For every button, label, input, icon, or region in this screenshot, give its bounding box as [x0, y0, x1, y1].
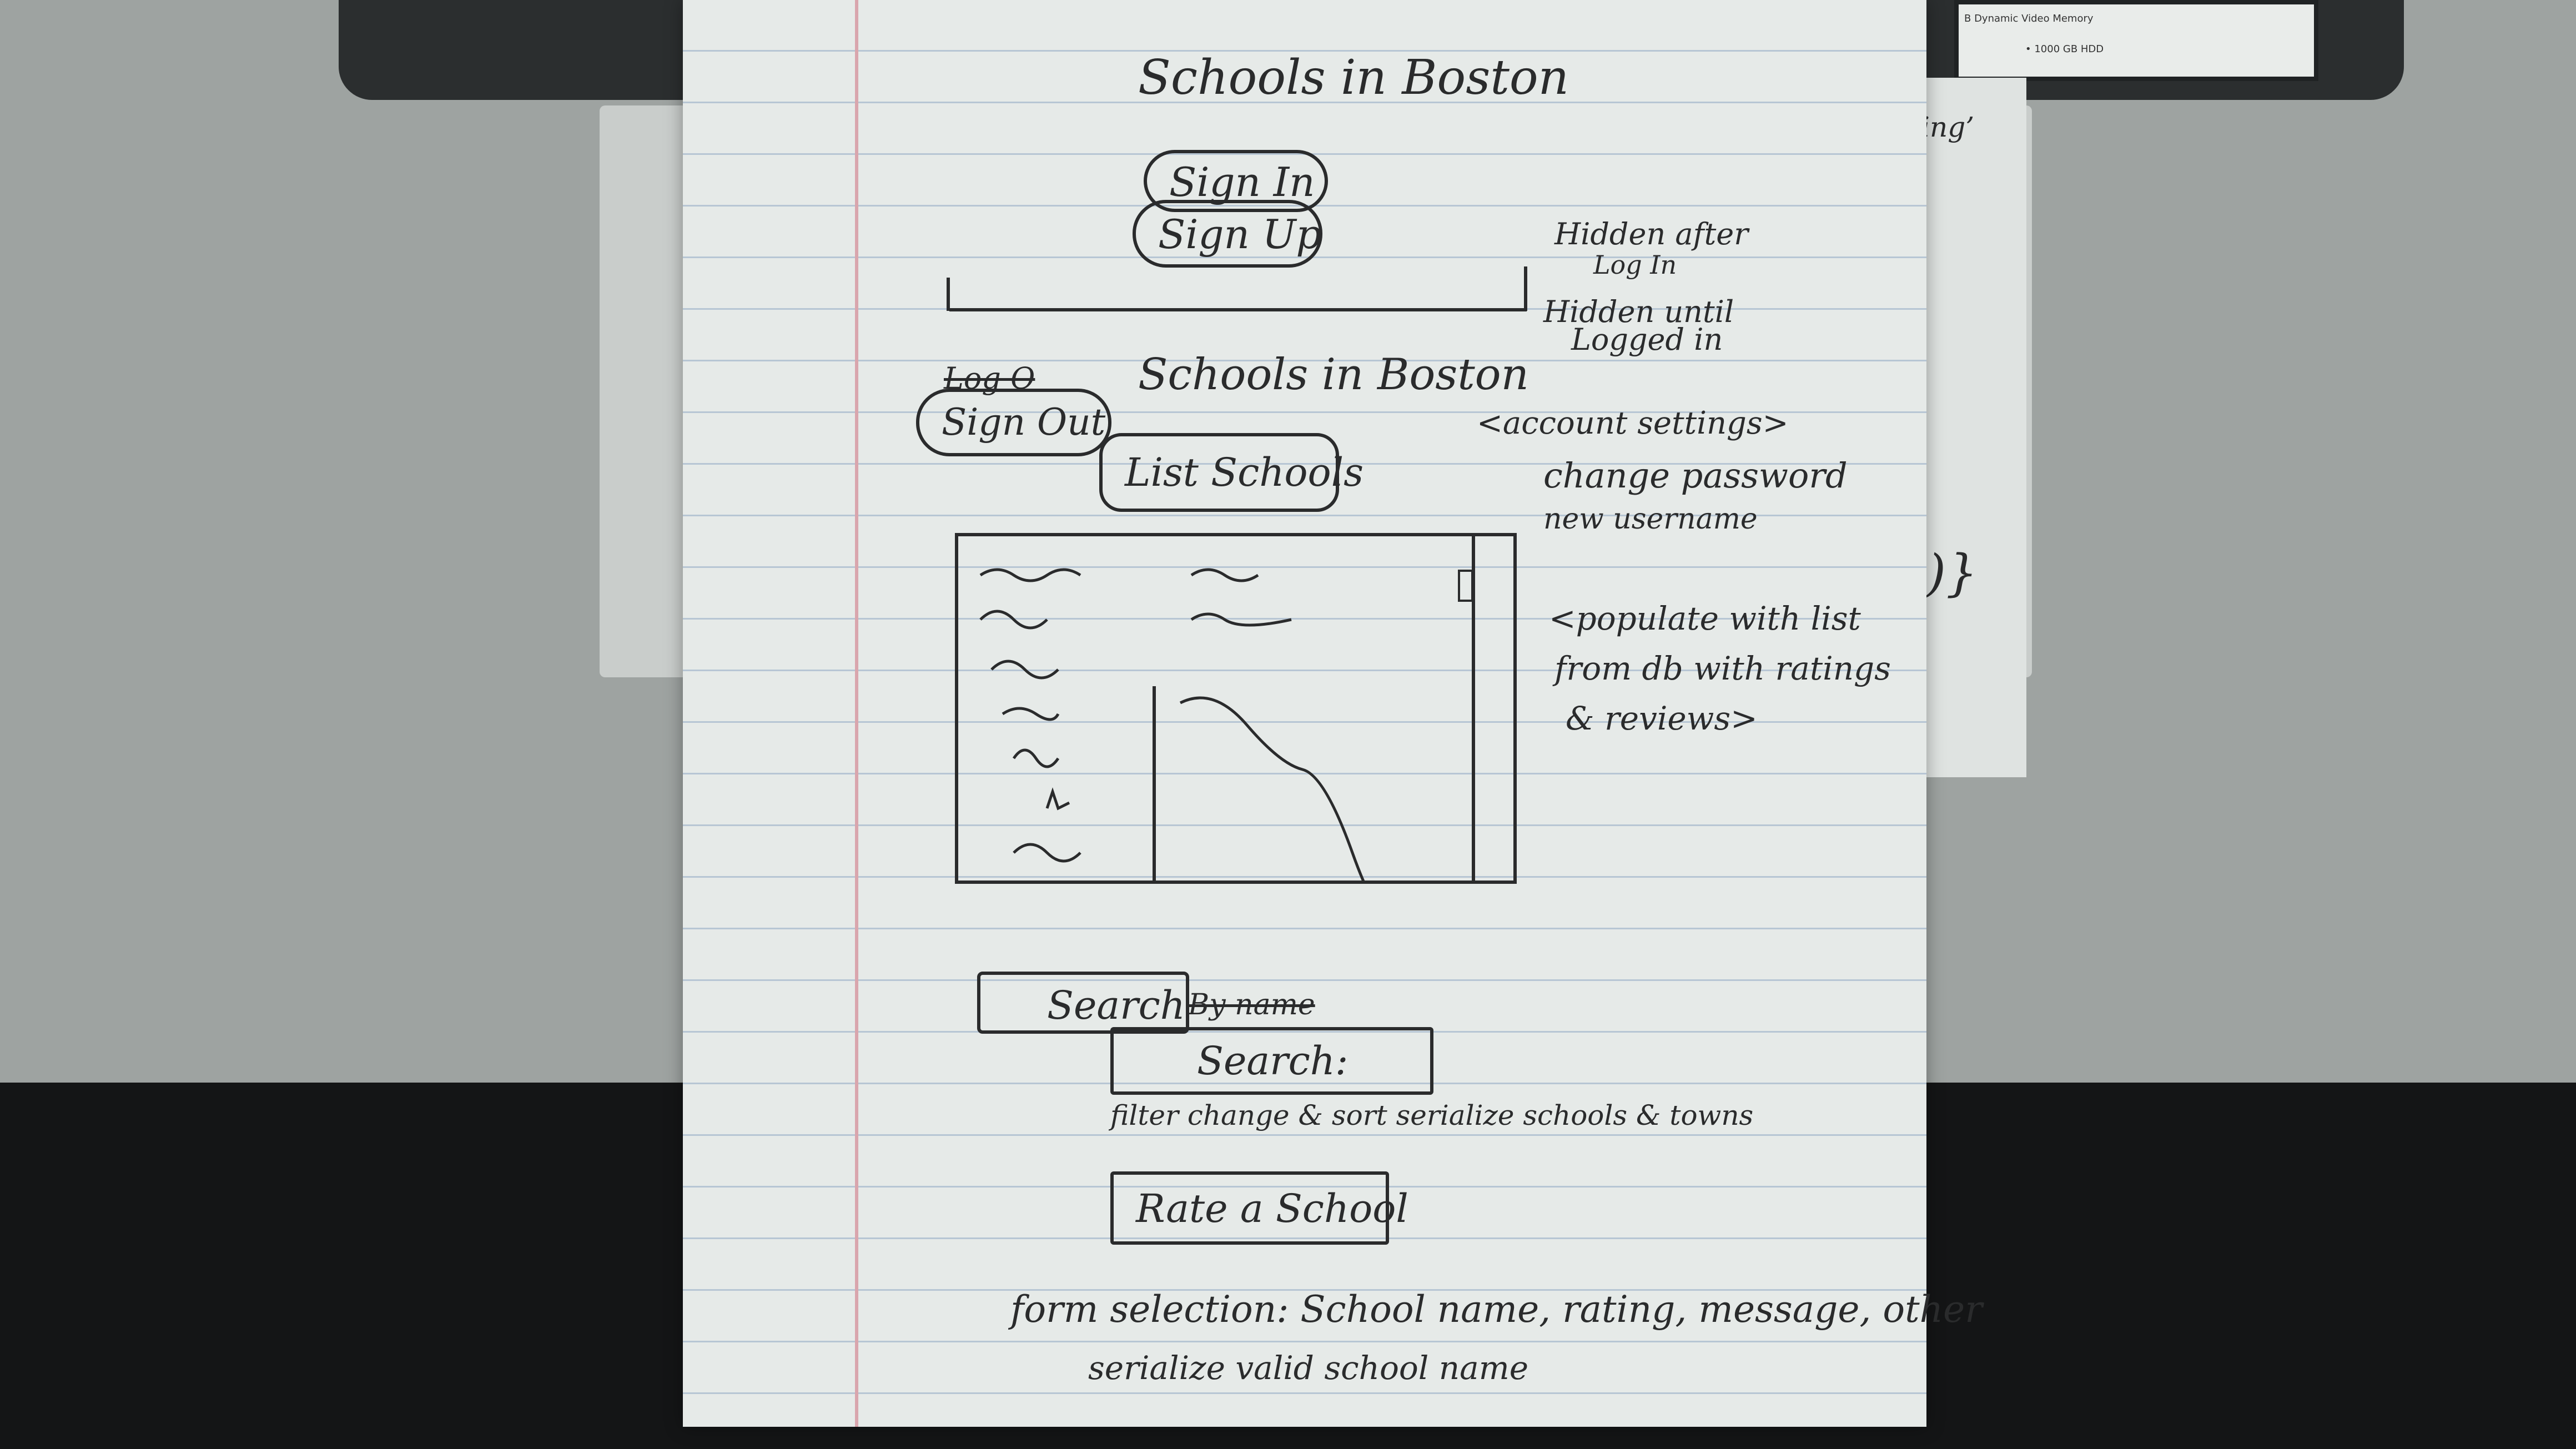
title-logged-in: Schools in Boston — [1138, 350, 1529, 400]
note-logged-in: Logged in — [1571, 322, 1723, 357]
back-paper-fragment-mid: )} — [1926, 544, 1978, 602]
note-login: Log In — [1593, 250, 1677, 280]
school-list-panel — [955, 533, 1517, 884]
search-struck-text: By name — [1188, 988, 1315, 1022]
new-username-note: new username — [1543, 502, 1758, 536]
sign-out-label: Sign Out — [942, 401, 1106, 444]
screen-text-line-1: B Dynamic Video Memory — [1964, 13, 2094, 24]
sign-in-button[interactable]: Sign In — [1144, 150, 1328, 212]
sign-up-button[interactable]: Sign Up — [1133, 200, 1322, 268]
search-tab-label: Search — [1047, 983, 1185, 1028]
search-tab[interactable]: Search — [977, 972, 1189, 1034]
populate-note-line-1: <populate with list — [1549, 600, 1861, 637]
bracket-right-tick — [1524, 266, 1527, 311]
sign-up-label: Sign Up — [1158, 211, 1322, 258]
rate-school-button[interactable]: Rate a School — [1110, 1171, 1408, 1245]
sign-in-label: Sign In — [1169, 159, 1315, 205]
serialize-note: serialize valid school name — [1088, 1349, 1529, 1387]
title-logged-out: Schools in Boston — [1138, 50, 1569, 105]
note-hidden-until: Hidden until — [1543, 294, 1734, 329]
filter-note: filter change & sort serialize schools &… — [1110, 1099, 1754, 1131]
margin-line — [855, 0, 858, 1427]
bracket-left-tick — [947, 278, 950, 311]
search-input[interactable]: Search: — [1110, 1027, 1433, 1095]
sign-out-button[interactable]: Sign Out — [916, 389, 1111, 456]
list-schools-button[interactable]: List Schools — [1099, 433, 1364, 512]
account-settings-note: <account settings> — [1477, 405, 1789, 441]
list-divider — [1153, 686, 1156, 881]
notebook-paper — [683, 0, 1926, 1427]
bracket-line — [949, 308, 1527, 311]
note-hidden-after: Hidden after — [1554, 217, 1749, 251]
screen-text-line-2: • 1000 GB HDD — [2025, 43, 2104, 55]
list-placeholder-scribbles — [979, 568, 1365, 881]
populate-note-line-3: & reviews> — [1566, 700, 1758, 737]
list-schools-label: List Schools — [1125, 450, 1364, 495]
back-paper-fragment-top: ing’ — [1921, 111, 1975, 143]
search-input-label: Search: — [1197, 1038, 1349, 1084]
populate-note-line-2: from db with ratings — [1554, 650, 1891, 687]
scrollbar-track[interactable] — [1472, 536, 1475, 881]
rate-school-label: Rate a School — [1136, 1186, 1408, 1231]
scrollbar-thumb[interactable] — [1458, 570, 1473, 602]
change-password-note: change password — [1543, 455, 1848, 496]
laptop-screen: B Dynamic Video Memory • 1000 GB HDD — [1954, 0, 2318, 81]
form-selection-note: form selection: School name, rating, mes… — [1010, 1288, 1983, 1331]
